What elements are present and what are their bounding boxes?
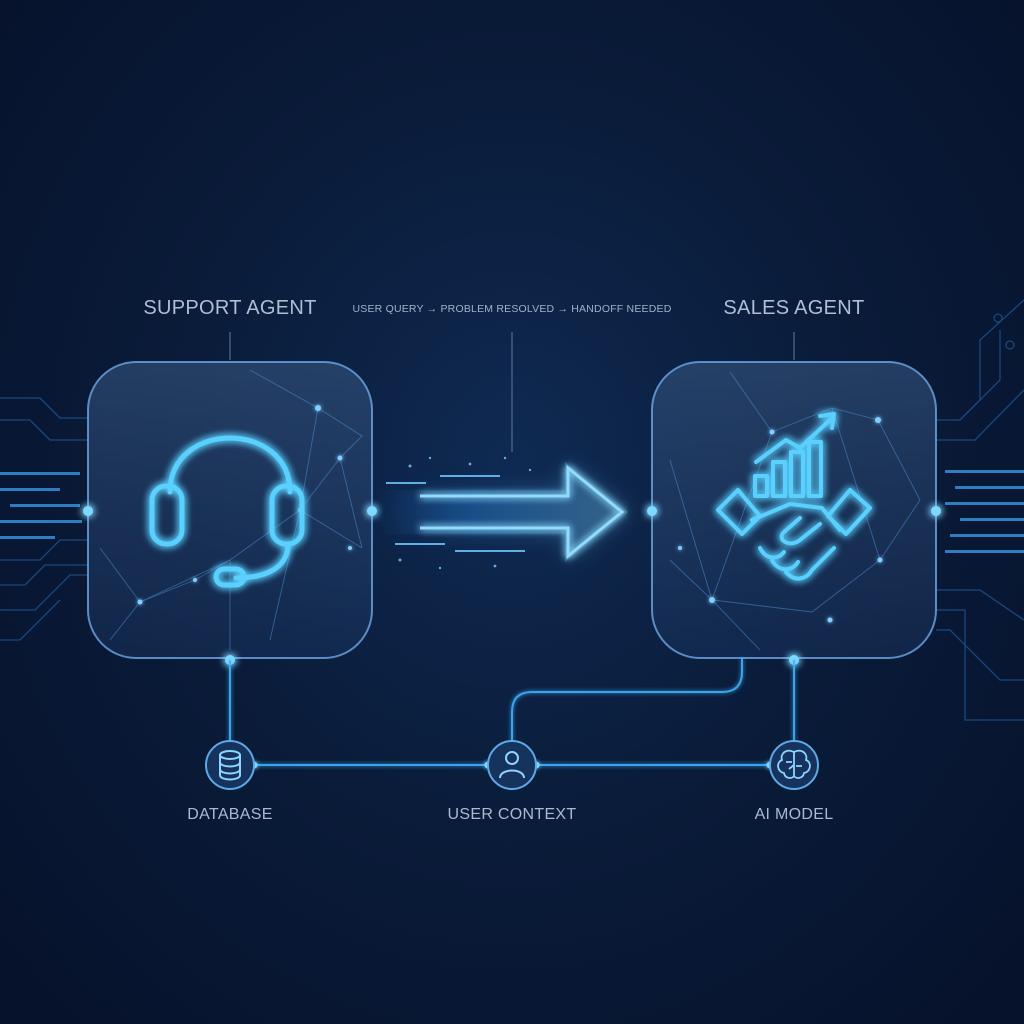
- database-label: DATABASE: [187, 806, 273, 823]
- database-icon: [219, 750, 241, 781]
- user-context-label: USER CONTEXT: [447, 806, 577, 823]
- handoff-arrow: [378, 456, 628, 570]
- ai-model-node: [769, 740, 819, 790]
- user-context-node: [487, 740, 537, 790]
- data-dashes-left: [0, 472, 82, 539]
- context-connections: [229, 658, 795, 766]
- circuit-traces-right: [936, 299, 1024, 721]
- support-agent-title: SUPPORT AGENT: [143, 297, 317, 319]
- support-agent-card: [87, 361, 373, 659]
- data-dashes-right: [945, 470, 1024, 553]
- handoff-flow-label: USER QUERY → PROBLEM RESOLVED → HANDOFF …: [352, 303, 672, 315]
- headset-icon: [149, 435, 305, 588]
- circuit-traces-left: [0, 397, 88, 641]
- sales-agent-card: [651, 361, 937, 659]
- database-node: [205, 740, 255, 790]
- user-icon: [499, 751, 525, 779]
- sales-agent-title: SALES AGENT: [723, 297, 865, 319]
- ai-model-label: AI MODEL: [754, 806, 834, 823]
- handshake-growth-icon: [716, 412, 872, 581]
- brain-icon: [777, 749, 811, 779]
